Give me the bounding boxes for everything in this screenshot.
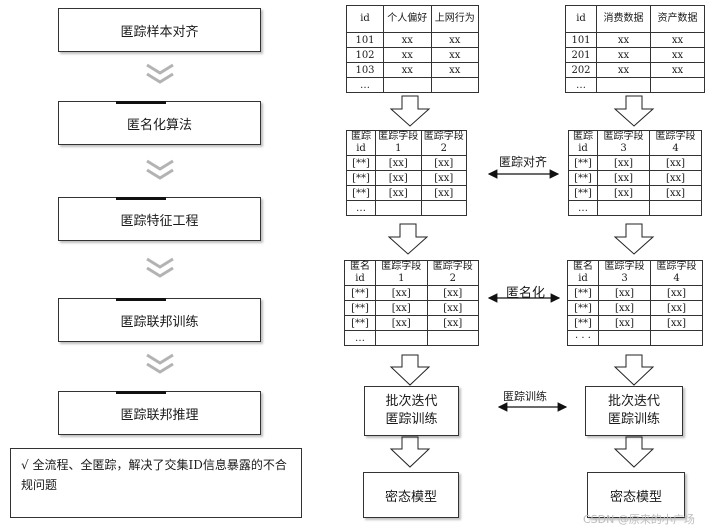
table-cell: … <box>346 77 384 93</box>
down-arrow-icon <box>613 223 655 255</box>
table-cell: … <box>565 77 597 93</box>
header-cell: 资产数据 <box>650 5 705 33</box>
left-encrypted-model-box: 密态模型 <box>363 472 459 518</box>
down-arrow-icon <box>389 95 431 127</box>
box-label: 批次迭代 匿踪训练 <box>607 394 660 427</box>
step-label: 匿踪样本对齐 <box>120 24 199 40</box>
table-cell: … <box>346 200 376 216</box>
step-label: 匿踪特征工程 <box>120 213 199 229</box>
table-cell: [xx] <box>649 170 702 186</box>
right-encrypted-model-box: 密态模型 <box>587 472 685 518</box>
box-label: 密态模型 <box>384 489 437 505</box>
step-label: 匿名化算法 <box>126 117 192 133</box>
chevron-down-icon <box>146 63 174 84</box>
anon-label: 匿名化 <box>506 286 546 301</box>
step-federated-inference: 匿踪联邦推理 <box>58 391 261 435</box>
align-label: 匿踪对齐 <box>499 155 548 169</box>
chevron-down-icon <box>146 257 174 278</box>
header-cell: 个人偏好 <box>383 5 432 33</box>
chevron-down-icon <box>146 159 174 180</box>
step-federated-training: 匿踪联邦训练 <box>58 298 261 342</box>
summary-note: √ 全流程、全匿踪，解决了交集ID信息暴露的不合规问题 <box>10 448 302 518</box>
table-cell: … <box>344 330 376 346</box>
step-label: 匿踪联邦训练 <box>120 314 199 330</box>
chevron-down-icon <box>146 353 174 374</box>
header-cell: id <box>346 5 384 33</box>
header-cell: id <box>565 5 597 33</box>
down-arrow-icon <box>613 354 655 386</box>
step-feature-engineering: 匿踪特征工程 <box>58 197 261 241</box>
right-batch-training-box: 批次迭代 匿踪训练 <box>585 386 683 436</box>
down-arrow-icon <box>613 95 655 127</box>
box-label: 密态模型 <box>609 489 662 505</box>
table-cell: [**] <box>346 155 376 171</box>
left-batch-training-box: 批次迭代 匿踪训练 <box>364 386 459 436</box>
table-cell <box>649 200 702 216</box>
down-arrow-icon <box>613 436 655 468</box>
step-sample-alignment: 匿踪样本对齐 <box>58 8 261 52</box>
down-arrow-icon <box>389 436 431 468</box>
table-cell <box>430 77 479 93</box>
table-cell <box>426 330 479 346</box>
train-label: 匿踪训练 <box>503 390 547 403</box>
table-cell: · · · <box>567 330 599 346</box>
watermark: CSDN @原来的小广场 <box>583 513 695 526</box>
table-cell <box>650 330 703 346</box>
table-cell: [xx] <box>650 300 703 316</box>
down-arrow-icon <box>387 223 429 255</box>
table-cell <box>650 77 705 93</box>
box-label: 批次迭代 匿踪训练 <box>385 394 438 427</box>
down-arrow-icon <box>389 354 431 386</box>
step-label: 匿踪联邦推理 <box>120 407 199 423</box>
table-cell <box>420 200 467 216</box>
note-text: √ 全流程、全匿踪，解决了交集ID信息暴露的不合规问题 <box>21 458 287 492</box>
step-anonymization: 匿名化算法 <box>58 101 261 145</box>
